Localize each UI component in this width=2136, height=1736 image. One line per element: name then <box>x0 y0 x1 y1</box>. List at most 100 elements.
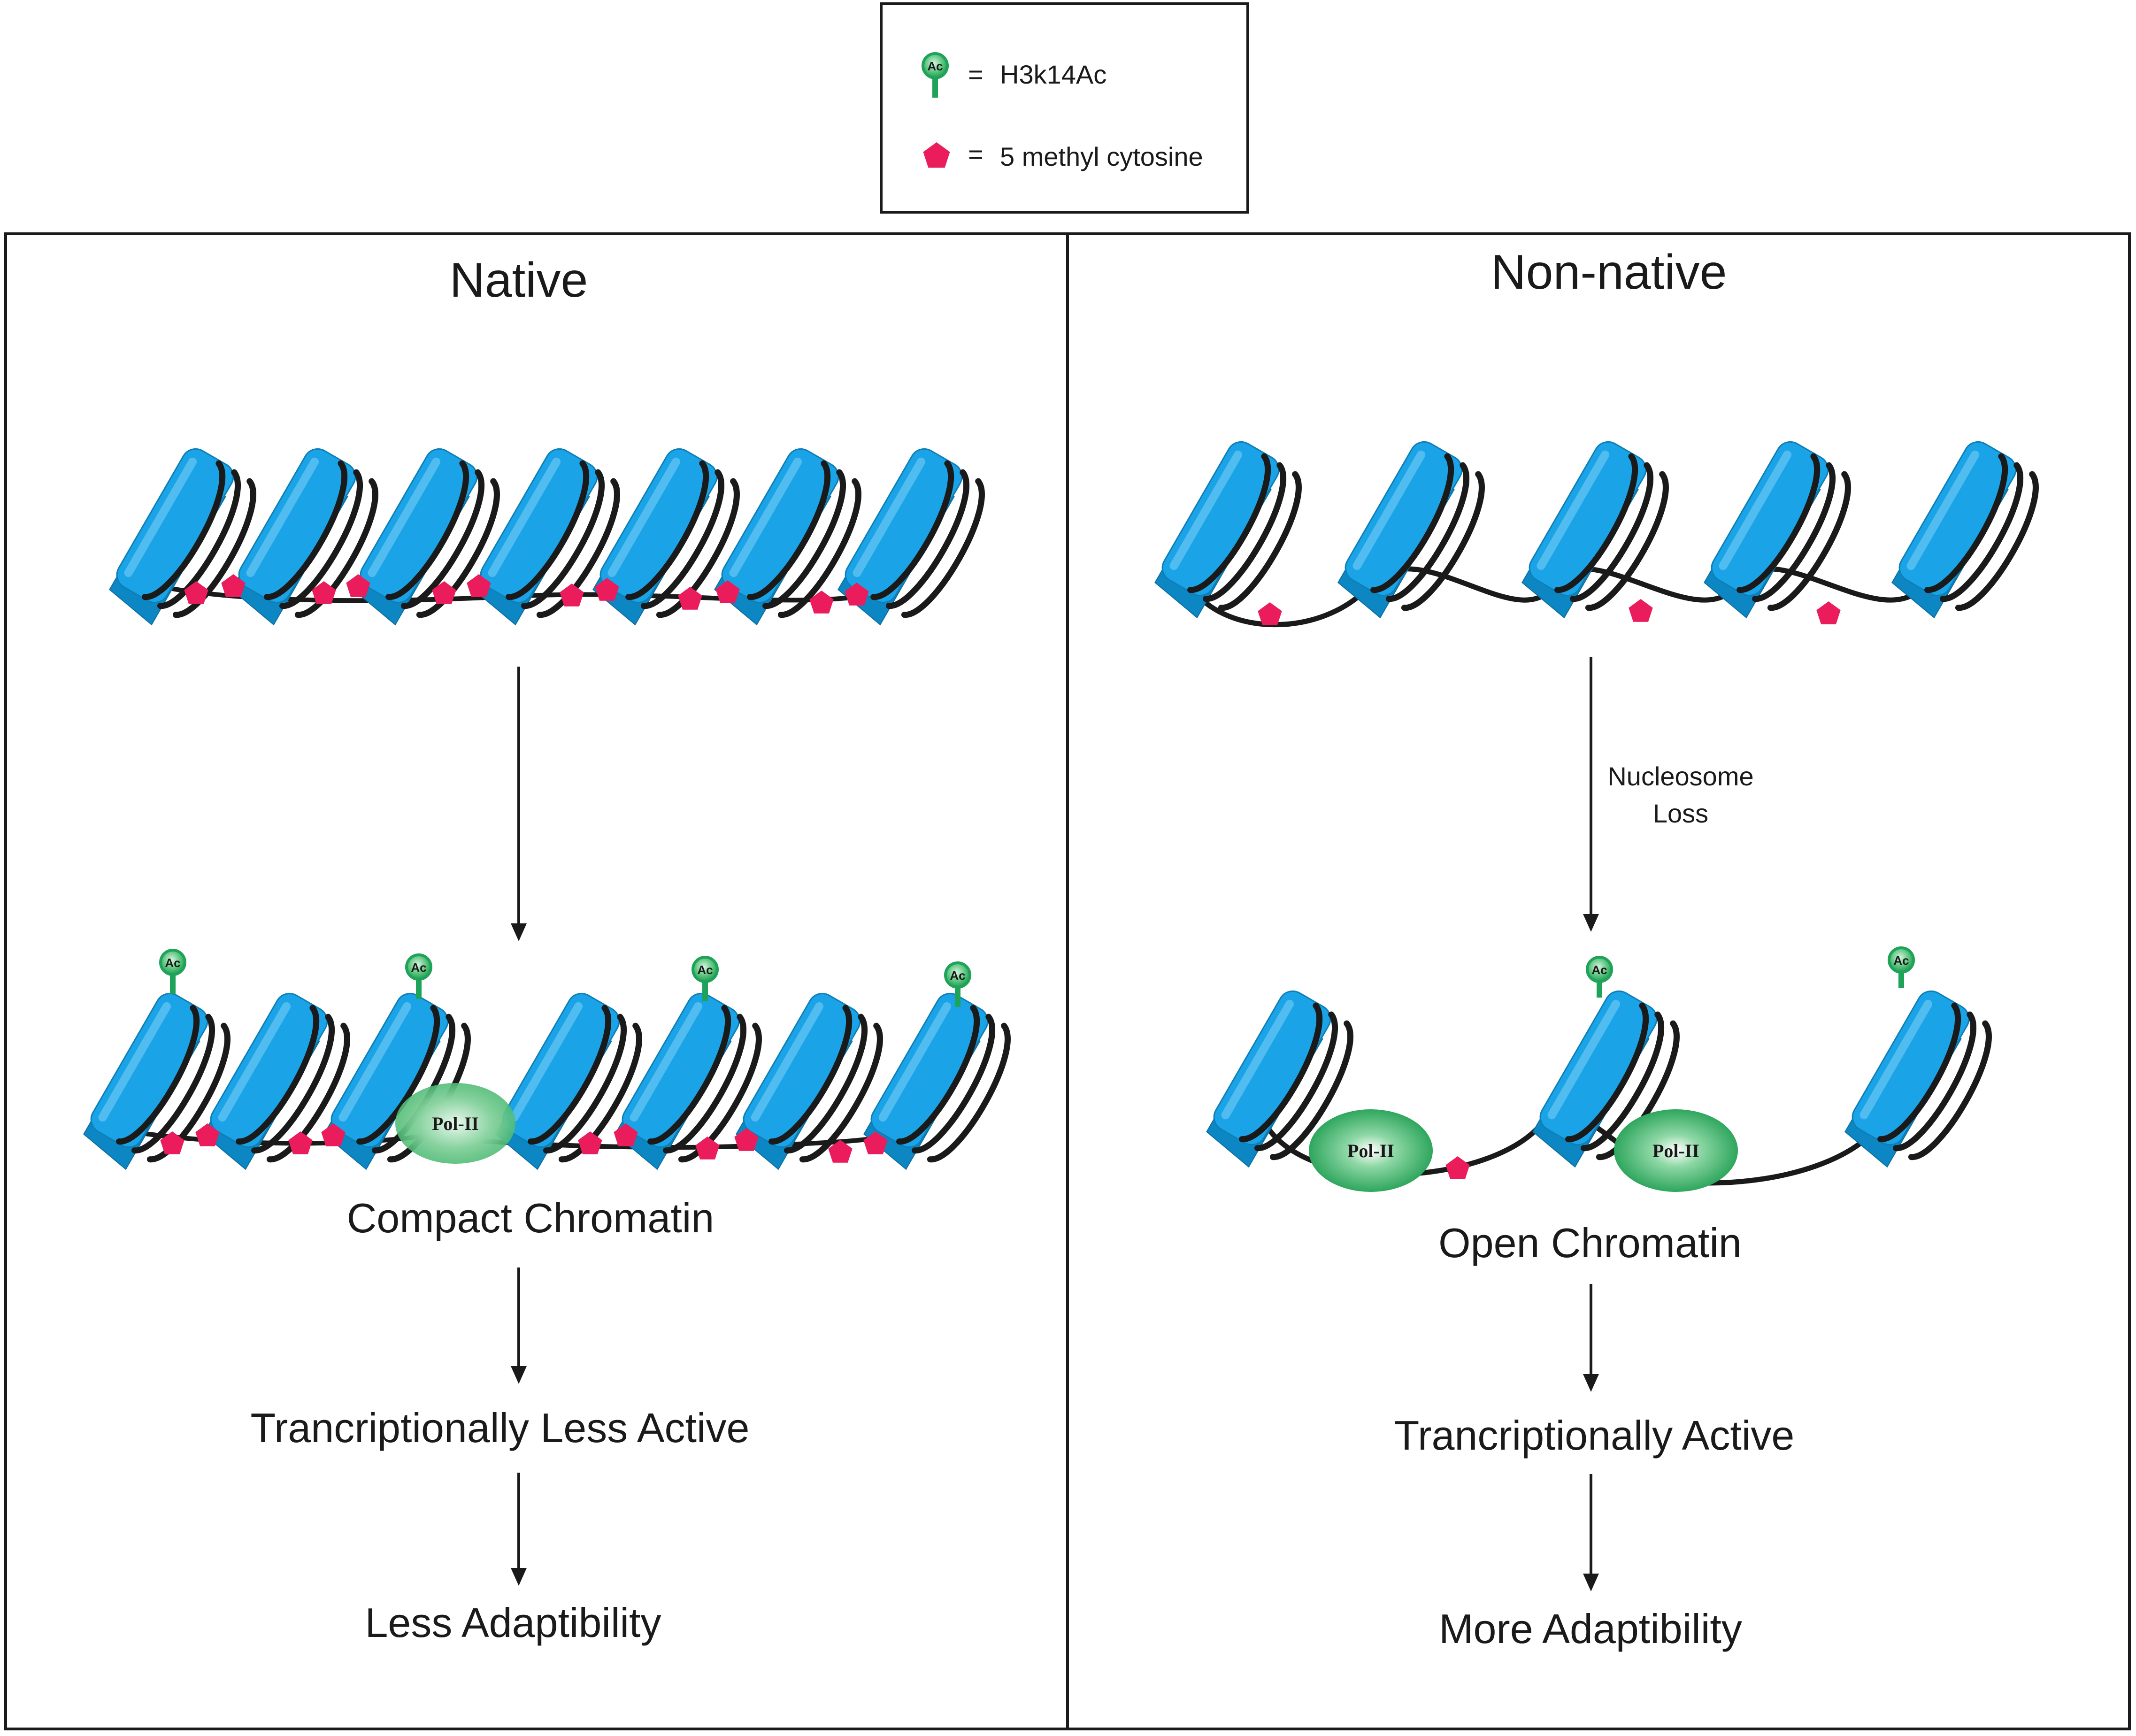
native-bottom-nucleosome <box>83 992 231 1170</box>
native-top-nucleosome <box>353 448 500 626</box>
native-bottom-methyl-cytosine <box>828 1140 853 1163</box>
non-native-pol-ii-1: Pol-II <box>1309 1109 1433 1192</box>
native-bottom-methyl-cytosine <box>734 1128 759 1151</box>
native-activity-arrow <box>511 1267 527 1384</box>
nucleosome-loss-label-line2: Loss <box>1653 799 1708 828</box>
legend-box <box>880 2 1249 214</box>
legend-label-methyl: 5 methyl cytosine <box>1000 142 1203 171</box>
svg-text:Ac: Ac <box>697 963 713 977</box>
non-native-bottom-methyl-cytosine <box>1445 1156 1470 1179</box>
native-bottom-methyl-cytosine <box>578 1131 602 1154</box>
native-bottom-methyl-cytosine <box>321 1123 346 1146</box>
native-h3k14ac-marker: Ac <box>405 953 432 999</box>
open-chromatin-label: Open Chromatin <box>1438 1220 1742 1266</box>
native-top-methyl-cytosine <box>346 574 370 597</box>
native-top-methyl-cytosine <box>312 581 336 604</box>
legend-equals-1: = <box>968 60 983 89</box>
non-native-top-nucleosome <box>1154 441 1302 619</box>
legend-label-acetyl: H3k14Ac <box>1000 60 1106 89</box>
svg-text:Ac: Ac <box>1893 953 1909 968</box>
svg-text:Ac: Ac <box>411 960 426 975</box>
non-native-h3k14ac-marker: Ac <box>1888 946 1915 988</box>
legend-equals-2: = <box>968 139 983 169</box>
legend-pentagon-symbol <box>923 142 950 168</box>
native-h3k14ac-marker: Ac <box>692 956 719 1001</box>
non-native-bottom-nucleosome <box>1844 990 1992 1168</box>
native-bottom-nucleosome <box>863 992 1011 1170</box>
non-native-panel-frame <box>1066 232 2131 1730</box>
native-bottom-nucleosome <box>736 992 883 1170</box>
svg-text:Ac: Ac <box>1591 963 1607 977</box>
non-native-bottom-nucleosome <box>1532 990 1680 1168</box>
native-outcome-adaptability: Less Adaptibility <box>365 1599 661 1646</box>
native-bottom-nucleosome <box>615 992 762 1170</box>
acetyl-marker-icon: Ac <box>922 52 949 98</box>
native-top-methyl-cytosine <box>221 574 246 597</box>
non-native-top-nucleosome <box>1337 441 1485 619</box>
native-transition-arrow <box>511 667 527 941</box>
non-native-outcome-activity: Trancriptionally Active <box>1394 1412 1795 1459</box>
native-top-nucleosome <box>109 448 256 626</box>
legend-item-methyl: = 5 methyl cytosine <box>923 139 1203 171</box>
nucleosomes <box>83 441 2039 1170</box>
native-top-nucleosome <box>592 448 740 626</box>
non-native-top-methyl-cytosine <box>1258 602 1282 625</box>
non-native-adaptability-arrow <box>1583 1474 1599 1591</box>
svg-text:Ac: Ac <box>950 968 965 983</box>
native-top-methyl-cytosine <box>809 591 834 614</box>
non-native-top-nucleosome <box>1521 441 1669 619</box>
native-top-methyl-cytosine <box>467 574 491 597</box>
native-top-methyl-cytosine <box>845 583 869 606</box>
nucleosome-loss-arrow <box>1583 657 1599 932</box>
native-top-methyl-cytosine <box>678 587 702 610</box>
native-bottom-nucleosome <box>323 992 471 1170</box>
non-native-panel-title: Non-native <box>1491 245 1727 300</box>
native-bottom-methyl-cytosine <box>160 1131 184 1154</box>
svg-text:Pol-II: Pol-II <box>1347 1140 1394 1161</box>
compact-chromatin-label: Compact Chromatin <box>347 1195 715 1241</box>
non-native-top-nucleosome <box>1704 441 1851 619</box>
native-top-nucleosome <box>231 448 378 626</box>
non-native-activity-arrow <box>1583 1284 1599 1392</box>
native-bottom-methyl-cytosine <box>195 1123 220 1146</box>
native-panel-frame <box>4 232 1069 1730</box>
non-native-pol-ii-2: Pol-II <box>1614 1109 1738 1192</box>
legend-acetyl-symbol: Ac <box>922 52 949 98</box>
native-top-methyl-cytosine <box>432 581 456 604</box>
non-native-top-methyl-cytosine <box>1629 599 1653 622</box>
native-top-nucleosome <box>473 448 620 626</box>
native-top-methyl-cytosine <box>595 578 619 601</box>
native-pol-ii: Pol-II <box>395 1083 515 1164</box>
non-native-h3k14ac-marker: Ac <box>1586 956 1613 998</box>
svg-text:Ac: Ac <box>927 59 943 73</box>
native-bottom-nucleosome <box>203 992 350 1170</box>
svg-text:Pol-II: Pol-II <box>1652 1140 1699 1161</box>
flow-arrows <box>511 657 1599 1591</box>
legend-item-acetyl: Ac = H3k14Ac <box>922 52 1106 98</box>
native-top-nucleosome <box>837 448 985 626</box>
non-native-top-nucleosome <box>1891 441 2039 619</box>
native-top-nucleosome <box>714 448 861 626</box>
non-native-top-methyl-cytosine <box>1816 601 1841 624</box>
native-bottom-methyl-cytosine <box>863 1131 888 1154</box>
native-bottom-methyl-cytosine <box>288 1131 313 1154</box>
non-native-bottom-nucleosome <box>1206 990 1353 1168</box>
native-panel-title: Native <box>450 253 588 307</box>
native-h3k14ac-marker: Ac <box>944 961 971 1007</box>
native-bottom-methyl-cytosine <box>695 1137 720 1160</box>
native-bottom-nucleosome <box>495 992 642 1170</box>
svg-text:Ac: Ac <box>165 956 180 970</box>
native-top-methyl-cytosine <box>184 581 208 604</box>
native-top-methyl-cytosine <box>560 584 584 607</box>
native-h3k14ac-marker: Ac <box>159 949 186 994</box>
native-adaptability-arrow <box>511 1473 527 1586</box>
native-bottom-methyl-cytosine <box>614 1123 638 1146</box>
native-top-methyl-cytosine <box>715 580 740 603</box>
nucleosome-loss-label-line1: Nucleosome <box>1607 761 1753 791</box>
non-native-outcome-adaptability: More Adaptibility <box>1439 1605 1742 1652</box>
methyl-cytosine-pentagon-icon <box>923 142 950 168</box>
native-outcome-activity: Trancriptionally Less Active <box>251 1405 750 1451</box>
